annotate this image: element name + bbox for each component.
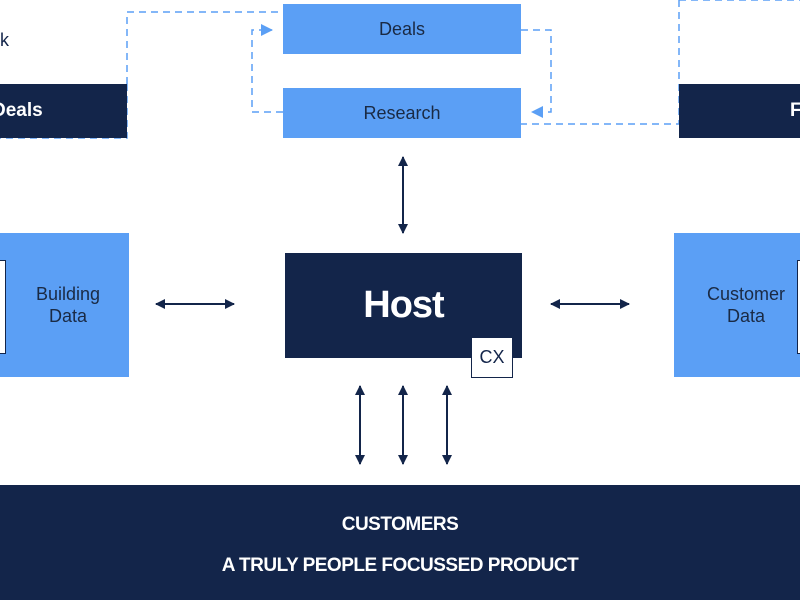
deals-node[interactable]: Deals	[283, 4, 521, 54]
cx-badge[interactable]: CX	[471, 337, 513, 378]
customers-band: CUSTOMERS A TRULY PEOPLE FOCUSSED PRODUC…	[0, 485, 800, 600]
building-data-inset	[0, 260, 6, 354]
dashed-connector-deals-to-research	[521, 29, 552, 118]
right-panel-dark-bar[interactable]: F	[679, 84, 800, 138]
building-data-line-1: Building	[35, 284, 101, 304]
building-data-label: Building Data	[30, 283, 106, 327]
right-panel-dark-label: F	[790, 100, 800, 121]
customer-data-line-1: Customer	[706, 284, 786, 304]
customers-title: CUSTOMERS	[341, 514, 459, 535]
customers-subtitle: A TRULY PEOPLE FOCUSSED PRODUCT	[221, 555, 579, 576]
host-label: Host	[363, 284, 444, 326]
building-data-node[interactable]: Building Data	[0, 233, 129, 377]
dashed-connectors	[0, 0, 800, 139]
left-panel-dark-bar[interactable]: Deals	[0, 84, 127, 138]
dashed-connector-research-to-deals	[251, 24, 283, 113]
deals-label: Deals	[378, 19, 426, 39]
customer-data-line-2: Data	[726, 306, 766, 326]
cx-label: CX	[479, 347, 505, 367]
building-data-line-2: Data	[48, 306, 88, 326]
customer-data-label: Customer Data	[698, 283, 794, 327]
left-panel-top-text: k	[0, 30, 9, 50]
customer-data-inset	[797, 260, 800, 354]
customer-data-node[interactable]: Customer Data	[674, 233, 800, 377]
left-panel-top-fragment: k	[0, 30, 20, 52]
dashed-connector-left-panel-to-deals	[126, 11, 283, 84]
research-label: Research	[363, 103, 441, 123]
left-panel-dark-label: Deals	[0, 100, 43, 121]
dashed-outline-left-panel	[0, 84, 128, 139]
solid-arrows	[155, 156, 630, 465]
research-node[interactable]: Research	[283, 88, 521, 138]
dashed-connector-right-panel-to-research	[521, 0, 680, 125]
